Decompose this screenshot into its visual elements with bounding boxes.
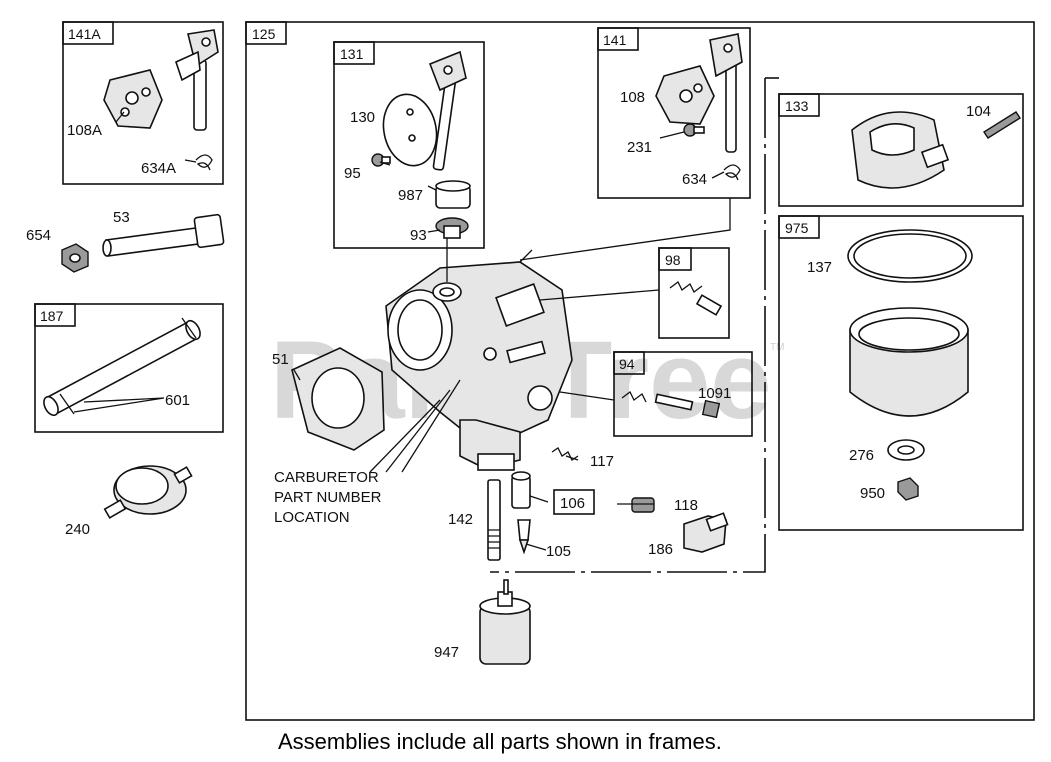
part-105-needle: [517, 519, 531, 555]
frame-98: 98: [658, 247, 730, 339]
leader-lines: [73, 111, 731, 551]
part-276-washer: [887, 439, 925, 461]
part-133-float: [851, 111, 950, 189]
label-654: 654: [26, 227, 51, 244]
label-186: 186: [648, 541, 673, 558]
label-93: 93: [410, 227, 427, 244]
part-634a-spring: [195, 154, 213, 171]
label-231: 231: [627, 139, 652, 156]
part-137-gasket: [847, 229, 973, 283]
label-118: 118: [674, 497, 698, 514]
svg-text:187: 187: [40, 308, 64, 324]
label-137: 137: [807, 259, 832, 276]
note-line-3: LOCATION: [274, 509, 350, 526]
label-104: 104: [966, 103, 991, 120]
frame-141a: 141A: [62, 21, 224, 185]
part-95-screw: [371, 153, 391, 167]
part-975-bowl: [849, 307, 969, 417]
part-947-solenoid: [479, 579, 531, 665]
frame-133: 133: [778, 93, 1024, 207]
label-108: 108: [620, 89, 645, 106]
part-118-plug: [631, 497, 655, 513]
frame-131: 131: [333, 41, 485, 249]
svg-text:98: 98: [665, 252, 681, 268]
part-104-pin: [983, 111, 1021, 139]
watermark-tm: TM: [770, 342, 784, 353]
svg-text:131: 131: [340, 46, 364, 62]
label-53: 53: [113, 209, 130, 226]
part-93-seal: [435, 217, 469, 239]
part-634-spring: [723, 164, 741, 181]
label-987: 987: [398, 187, 423, 204]
part-130-throttle-plate: [382, 93, 438, 167]
part-117-spring: [551, 447, 579, 461]
svg-text:106: 106: [560, 495, 585, 512]
label-108a: 108A: [67, 122, 102, 139]
frame-187: 187: [34, 303, 224, 433]
label-130: 130: [350, 109, 375, 126]
svg-text:94: 94: [619, 356, 635, 372]
svg-text:141A: 141A: [68, 26, 101, 42]
label-117: 117: [590, 453, 614, 470]
part-131-shaft: [428, 50, 467, 171]
part-987-seal: [435, 180, 471, 209]
part-654-nut: [61, 243, 89, 273]
label-95: 95: [344, 165, 361, 182]
svg-text:133: 133: [785, 98, 809, 114]
label-634: 634: [682, 171, 707, 188]
label-240: 240: [65, 521, 90, 538]
part-53-fitting: [102, 213, 225, 257]
part-106-needle-seat: [511, 471, 531, 509]
part-142-jet: [487, 479, 501, 561]
svg-text:141: 141: [603, 32, 627, 48]
part-186-fitting: [683, 512, 729, 553]
label-276: 276: [849, 447, 874, 464]
part-141a-shaft: [175, 29, 219, 131]
part-51-gasket: [291, 347, 385, 451]
part-231-screw: [683, 123, 705, 137]
note-line-2: PART NUMBER: [274, 489, 382, 506]
label-950: 950: [860, 485, 885, 502]
frame-125: 125: [245, 21, 1035, 721]
frame-106: 106: [553, 489, 595, 515]
caption: Assemblies include all parts shown in fr…: [278, 729, 722, 754]
carburetor-body: [385, 261, 573, 471]
part-141-shaft: [709, 33, 743, 153]
label-947: 947: [434, 644, 459, 661]
svg-text:975: 975: [785, 220, 809, 236]
part-240-filter: [103, 465, 193, 519]
part-108a-plate: [103, 69, 163, 129]
part-187-tube: [43, 317, 201, 417]
label-601: 601: [165, 392, 190, 409]
label-1091: 1091: [698, 385, 731, 402]
frame-94: 94: [613, 351, 753, 437]
label-634a: 634A: [141, 160, 176, 177]
part-1091-screw-spring: [621, 391, 721, 419]
label-105: 105: [546, 543, 571, 560]
carburetor-location-note: CARBURETOR PART NUMBER LOCATION: [274, 469, 382, 526]
part-98-screw-spring: [669, 281, 723, 316]
svg-text:125: 125: [252, 26, 276, 42]
frame-975: 975: [778, 215, 1024, 531]
part-108-plate: [655, 65, 715, 125]
note-line-1: CARBURETOR: [274, 469, 379, 486]
part-950-nut: [897, 477, 919, 501]
label-142: 142: [448, 511, 473, 528]
label-51: 51: [272, 351, 289, 368]
carburetor-assembly-outline: [490, 78, 766, 573]
frame-141: 141: [597, 27, 751, 199]
